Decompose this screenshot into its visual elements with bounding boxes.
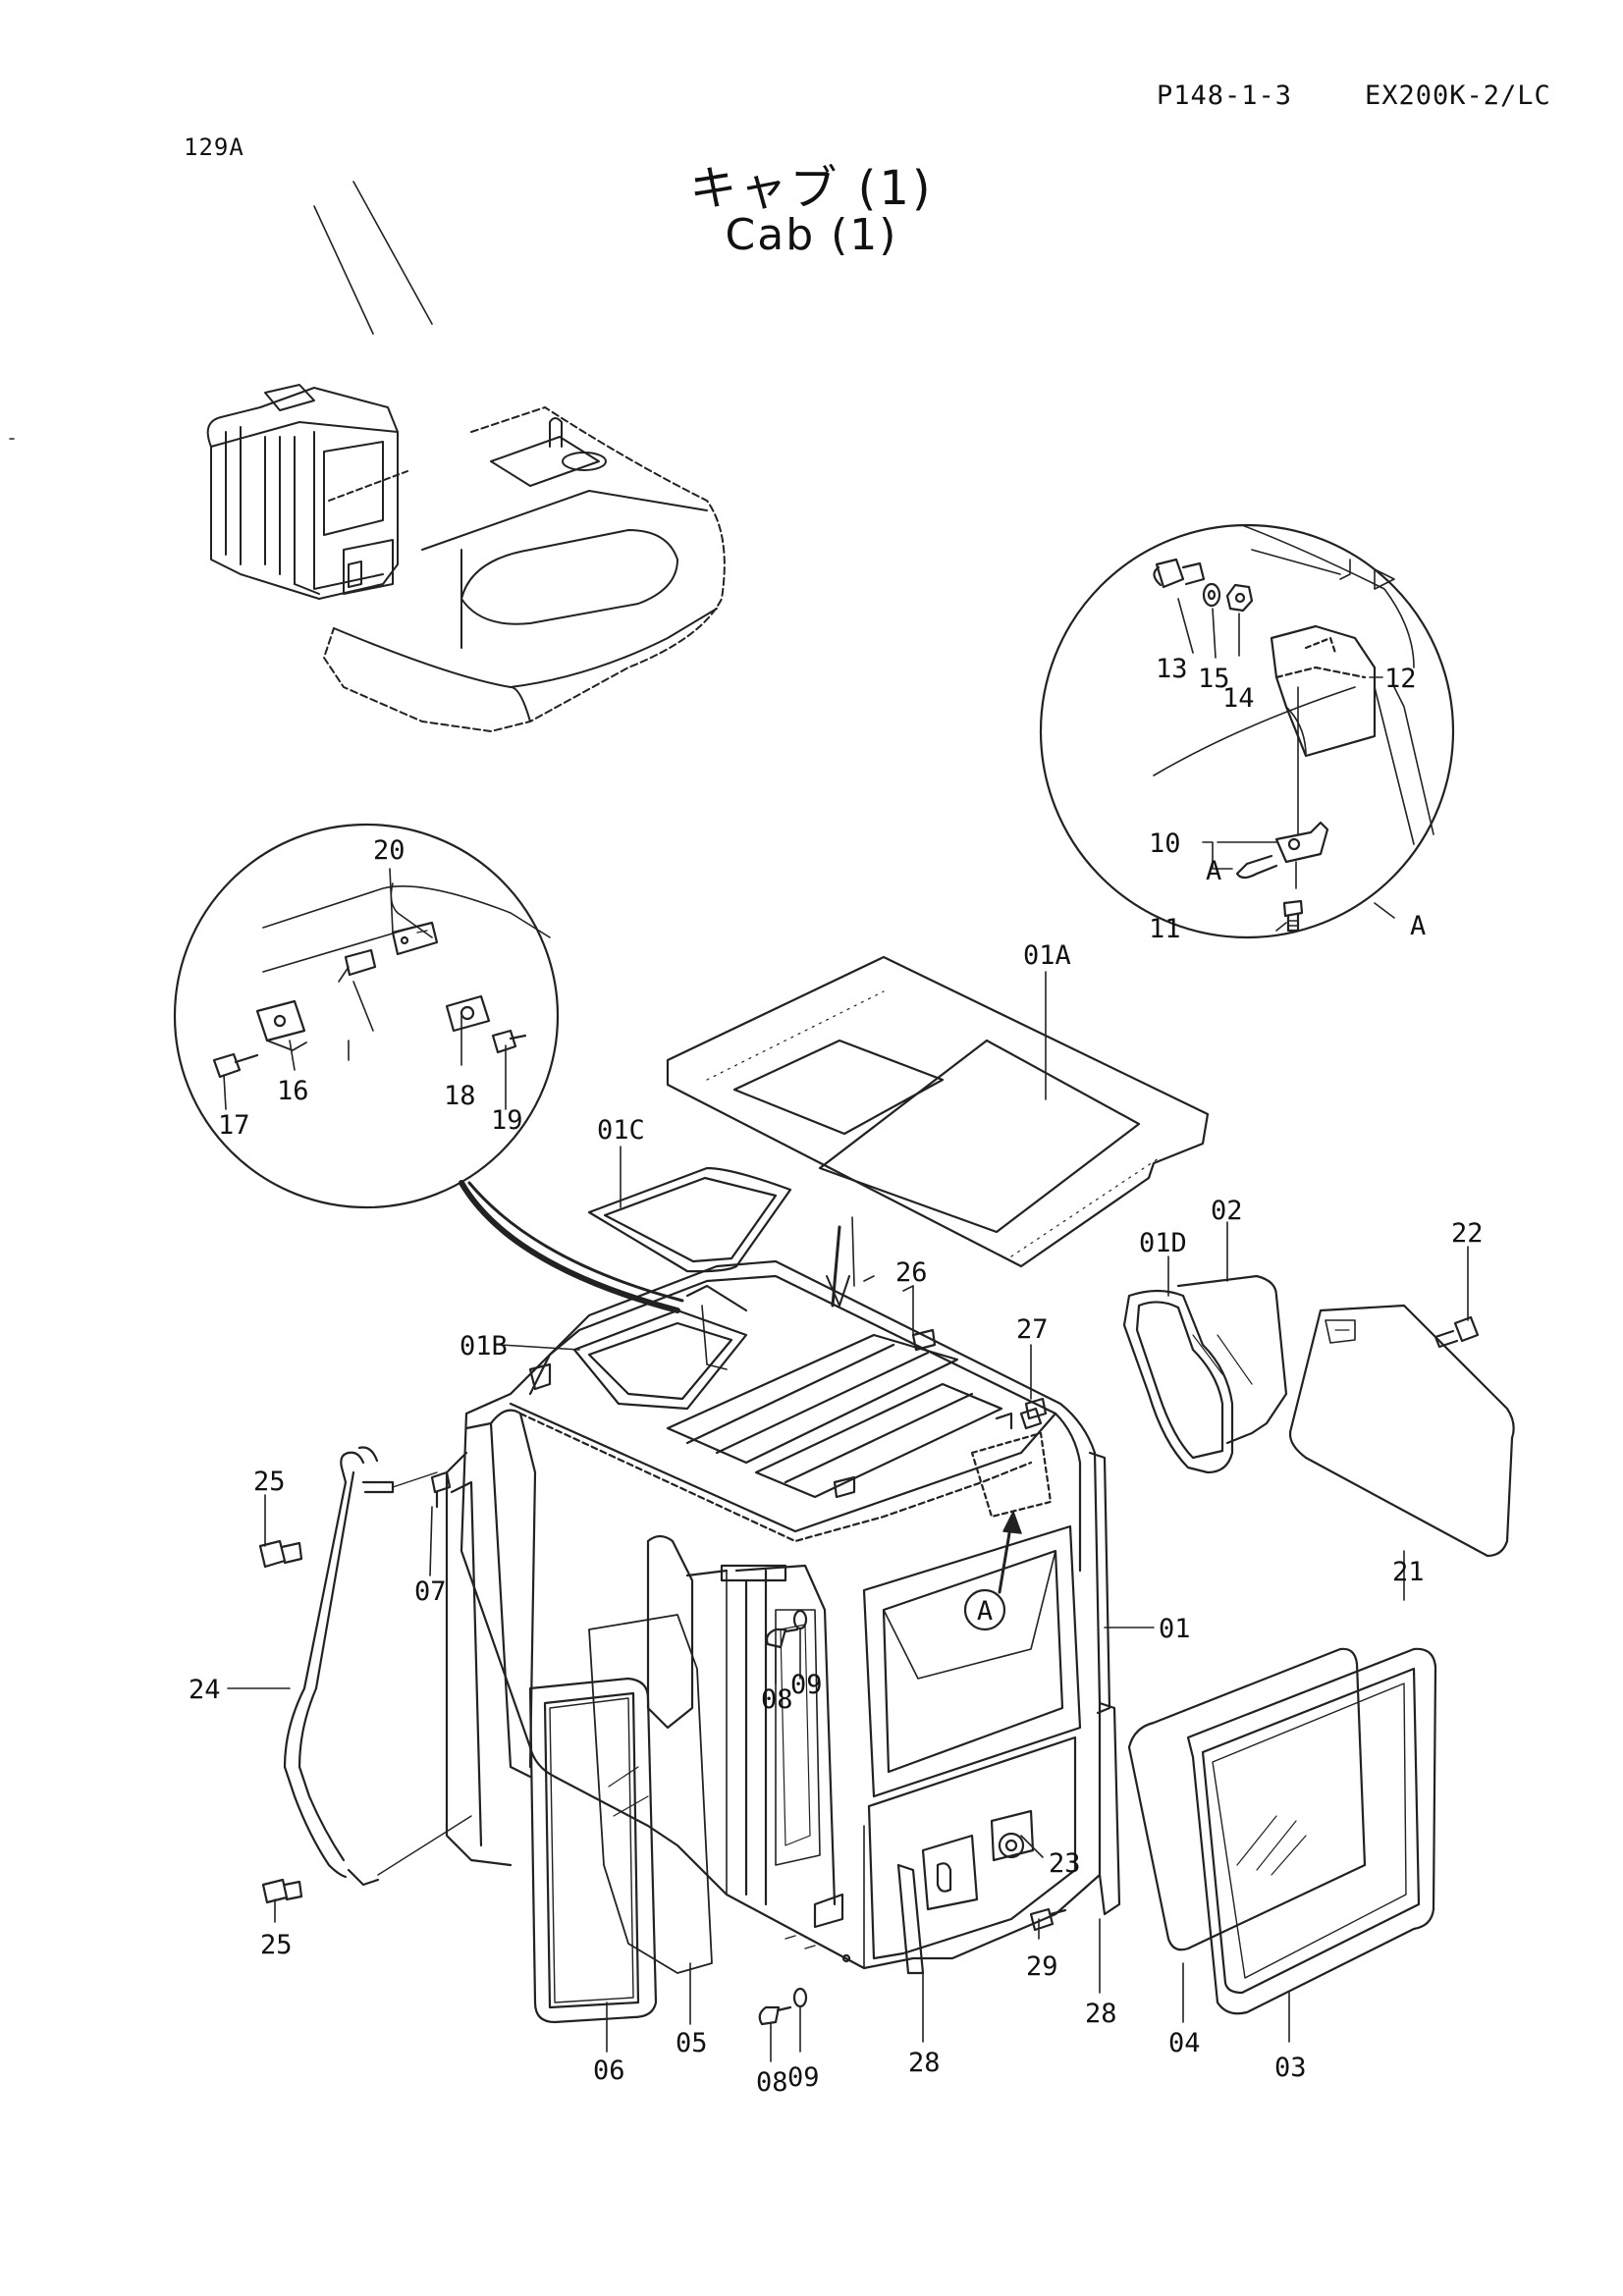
roof-liner-drawing xyxy=(666,955,1210,1287)
part-label-02: 02 xyxy=(1211,1196,1243,1226)
part-label-10: 10 xyxy=(1149,828,1181,859)
part-label-04: 04 xyxy=(1168,2028,1201,2058)
part-label-07: 07 xyxy=(414,1576,447,1607)
part-label-29: 29 xyxy=(1026,1951,1058,1982)
sheet-code: 129A xyxy=(184,133,244,161)
part-label-21: 21 xyxy=(1392,1557,1425,1587)
door-glass-drawing xyxy=(1288,1304,1515,1558)
part-label-28-bottom: 28 xyxy=(908,2048,941,2078)
cab-body-drawing xyxy=(445,1225,1121,1975)
part-label-20: 20 xyxy=(373,835,406,866)
front-window-drawing xyxy=(1127,1647,1437,2015)
part-label-25-top: 25 xyxy=(253,1467,286,1497)
part-label-17: 17 xyxy=(218,1110,250,1141)
detail-mount-circle xyxy=(173,823,560,1209)
leader-lines xyxy=(223,598,1469,2062)
part-label-25-bottom: 25 xyxy=(260,1930,293,1960)
side-window-drawing xyxy=(528,1614,713,2024)
part-label-12: 12 xyxy=(1384,664,1417,694)
title-japanese: キャブ (1) xyxy=(689,161,934,216)
part-labels: A A A 13 15 14 12 10 11 20 16 17 18 19 0… xyxy=(189,654,1484,2098)
grab-handle-drawing xyxy=(283,1446,472,1887)
part-label-03: 03 xyxy=(1274,2053,1307,2083)
skylight-seal-drawing xyxy=(587,1166,792,1273)
part-label-23: 23 xyxy=(1049,1848,1081,1879)
detail-a-circle xyxy=(1039,523,1455,939)
part-label-09-top: 09 xyxy=(790,1670,823,1700)
part-label-18: 18 xyxy=(444,1081,476,1111)
part-label-24: 24 xyxy=(189,1675,221,1705)
part-label-05: 05 xyxy=(676,2028,708,2058)
part-label-16: 16 xyxy=(277,1076,309,1106)
part-label-14: 14 xyxy=(1222,683,1255,714)
detail-marker-letter: A xyxy=(977,1596,993,1627)
part-label-09-bottom: 09 xyxy=(787,2062,820,2093)
part-label-13: 13 xyxy=(1156,654,1188,684)
detail-a-label: A xyxy=(1410,911,1426,941)
detail-a-sub: A xyxy=(1206,856,1221,886)
part-label-01A: 01A xyxy=(1023,940,1071,971)
machine-overview-drawing xyxy=(9,181,726,732)
part-label-01B: 01B xyxy=(460,1331,508,1362)
part-label-15: 15 xyxy=(1198,664,1230,694)
part-label-27: 27 xyxy=(1016,1314,1049,1345)
page-reference: P148-1-3 xyxy=(1157,80,1293,111)
title-english: Cab (1) xyxy=(725,210,898,260)
bolt-hardware xyxy=(258,1315,1480,2026)
part-label-26: 26 xyxy=(895,1257,928,1288)
part-label-01: 01 xyxy=(1159,1614,1191,1644)
part-label-01D: 01D xyxy=(1139,1228,1187,1258)
part-label-08-top: 08 xyxy=(761,1684,793,1715)
part-label-08-bottom: 08 xyxy=(756,2067,788,2098)
detail-marker-circle xyxy=(963,1588,1006,1631)
part-label-19: 19 xyxy=(491,1105,523,1136)
part-label-22: 22 xyxy=(1451,1218,1484,1249)
part-label-11: 11 xyxy=(1149,914,1181,944)
part-label-06: 06 xyxy=(593,2056,625,2086)
part-label-28-right: 28 xyxy=(1085,1999,1117,2029)
part-label-01C: 01C xyxy=(597,1115,645,1146)
model-number: EX200K-2/LC xyxy=(1365,80,1551,111)
detail-leader-arrow xyxy=(459,1180,680,1313)
rear-window-drawing xyxy=(1122,1274,1288,1474)
